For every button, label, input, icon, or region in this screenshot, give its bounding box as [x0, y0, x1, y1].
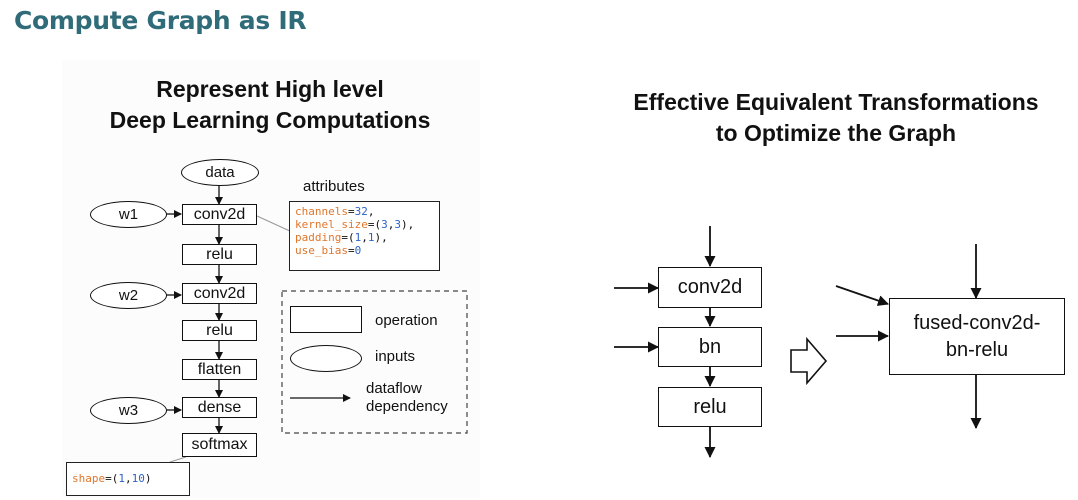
- right-node-conv2d-label: conv2d: [677, 276, 743, 298]
- left-panel-background: [62, 60, 480, 498]
- legend-operation-symbol: [290, 306, 362, 333]
- node-flatten: flatten: [182, 359, 257, 380]
- attr-punct: ,: [367, 205, 375, 218]
- attributes-connector: [256, 215, 293, 233]
- shape-box: shape=(1,10): [66, 462, 190, 496]
- attr-key: use_bias: [295, 244, 348, 257]
- legend-frame: [281, 290, 468, 434]
- attr-punct: ),: [374, 231, 388, 244]
- node-relu-2-label: relu: [206, 321, 233, 339]
- attr-value: 32: [354, 205, 368, 218]
- attributes-box: channels=32,kernel_size=(3,3),padding=(1…: [289, 201, 440, 271]
- attr-key: padding: [295, 231, 342, 244]
- input-w1-label: w1: [118, 206, 139, 223]
- shape-punct: ): [144, 472, 152, 485]
- shape-punct: ,: [125, 472, 132, 485]
- left-heading: Represent High level Deep Learning Compu…: [70, 74, 470, 136]
- node-data: data: [181, 159, 259, 186]
- node-conv2d-1: conv2d: [182, 204, 257, 225]
- attr-value: 3: [381, 218, 388, 231]
- right-node-bn: bn: [658, 327, 762, 367]
- shape-key: shape: [72, 472, 106, 485]
- right-flow-arrows: [614, 226, 982, 458]
- right-node-relu-label: relu: [693, 395, 727, 418]
- attr-punct: =: [347, 205, 355, 218]
- shape-value: 1: [118, 472, 125, 485]
- attr-value: 1: [354, 231, 362, 244]
- shape-connector: [169, 456, 187, 463]
- node-relu-2: relu: [182, 320, 257, 341]
- right-heading-line2: to Optimize the Graph: [715, 120, 957, 146]
- fused-node-line1: fused-conv2d-: [913, 311, 1041, 334]
- left-heading-line1: Represent High level: [156, 76, 384, 102]
- attr-punct: ),: [400, 218, 415, 231]
- fused-node: fused-conv2d- bn-relu: [889, 298, 1065, 375]
- input-w2: w2: [90, 282, 167, 309]
- attr-punct: ,: [361, 231, 368, 244]
- attr-punct: =(: [367, 218, 382, 231]
- shape-value: 10: [131, 472, 145, 485]
- legend-dataflow-label: dataflow dependency: [366, 380, 448, 416]
- node-conv2d-1-label: conv2d: [193, 205, 246, 223]
- right-node-bn-label: bn: [698, 335, 722, 358]
- shape-punct: =(: [105, 472, 119, 485]
- attr-punct: =(: [341, 231, 355, 244]
- node-relu-1-label: relu: [206, 245, 233, 263]
- slide-title: Compute Graph as IR: [14, 6, 307, 35]
- left-flow-arrows: [166, 185, 223, 434]
- attr-punct: ,: [387, 218, 395, 231]
- attributes-label: attributes: [303, 178, 365, 195]
- right-node-relu: relu: [658, 387, 762, 427]
- attr-punct: =: [347, 244, 355, 257]
- legend-dataflow-line2: dependency: [366, 398, 448, 415]
- node-flatten-label: flatten: [197, 360, 242, 378]
- left-heading-line2: Deep Learning Computations: [109, 107, 431, 133]
- legend-inputs-symbol: [290, 345, 362, 372]
- attr-key: channels: [295, 205, 348, 218]
- input-w3: w3: [90, 397, 167, 424]
- node-dense: dense: [182, 397, 257, 418]
- node-relu-1: relu: [182, 244, 257, 265]
- right-heading: Effective Equivalent Transformations to …: [600, 87, 1072, 149]
- input-w2-label: w2: [118, 287, 139, 304]
- legend-dataflow-line1: dataflow: [366, 380, 422, 397]
- input-w3-label: w3: [118, 402, 139, 419]
- input-w1: w1: [90, 201, 167, 228]
- node-dense-label: dense: [197, 398, 242, 416]
- node-softmax: softmax: [182, 433, 257, 457]
- node-data-label: data: [205, 164, 235, 181]
- node-softmax-label: softmax: [191, 436, 248, 453]
- attr-value: 3: [394, 218, 401, 231]
- legend-inputs-label: inputs: [375, 348, 416, 365]
- attr-value: 0: [354, 244, 362, 257]
- transform-arrow-icon: [790, 336, 828, 386]
- right-node-conv2d: conv2d: [658, 267, 762, 308]
- node-conv2d-2: conv2d: [182, 283, 257, 304]
- fused-node-line2: bn-relu: [945, 338, 1009, 361]
- legend-operation-label: operation: [375, 312, 438, 329]
- right-heading-line1: Effective Equivalent Transformations: [633, 89, 1039, 115]
- node-conv2d-2-label: conv2d: [193, 284, 246, 302]
- attr-key: kernel_size: [295, 218, 368, 231]
- attr-value: 1: [367, 231, 375, 244]
